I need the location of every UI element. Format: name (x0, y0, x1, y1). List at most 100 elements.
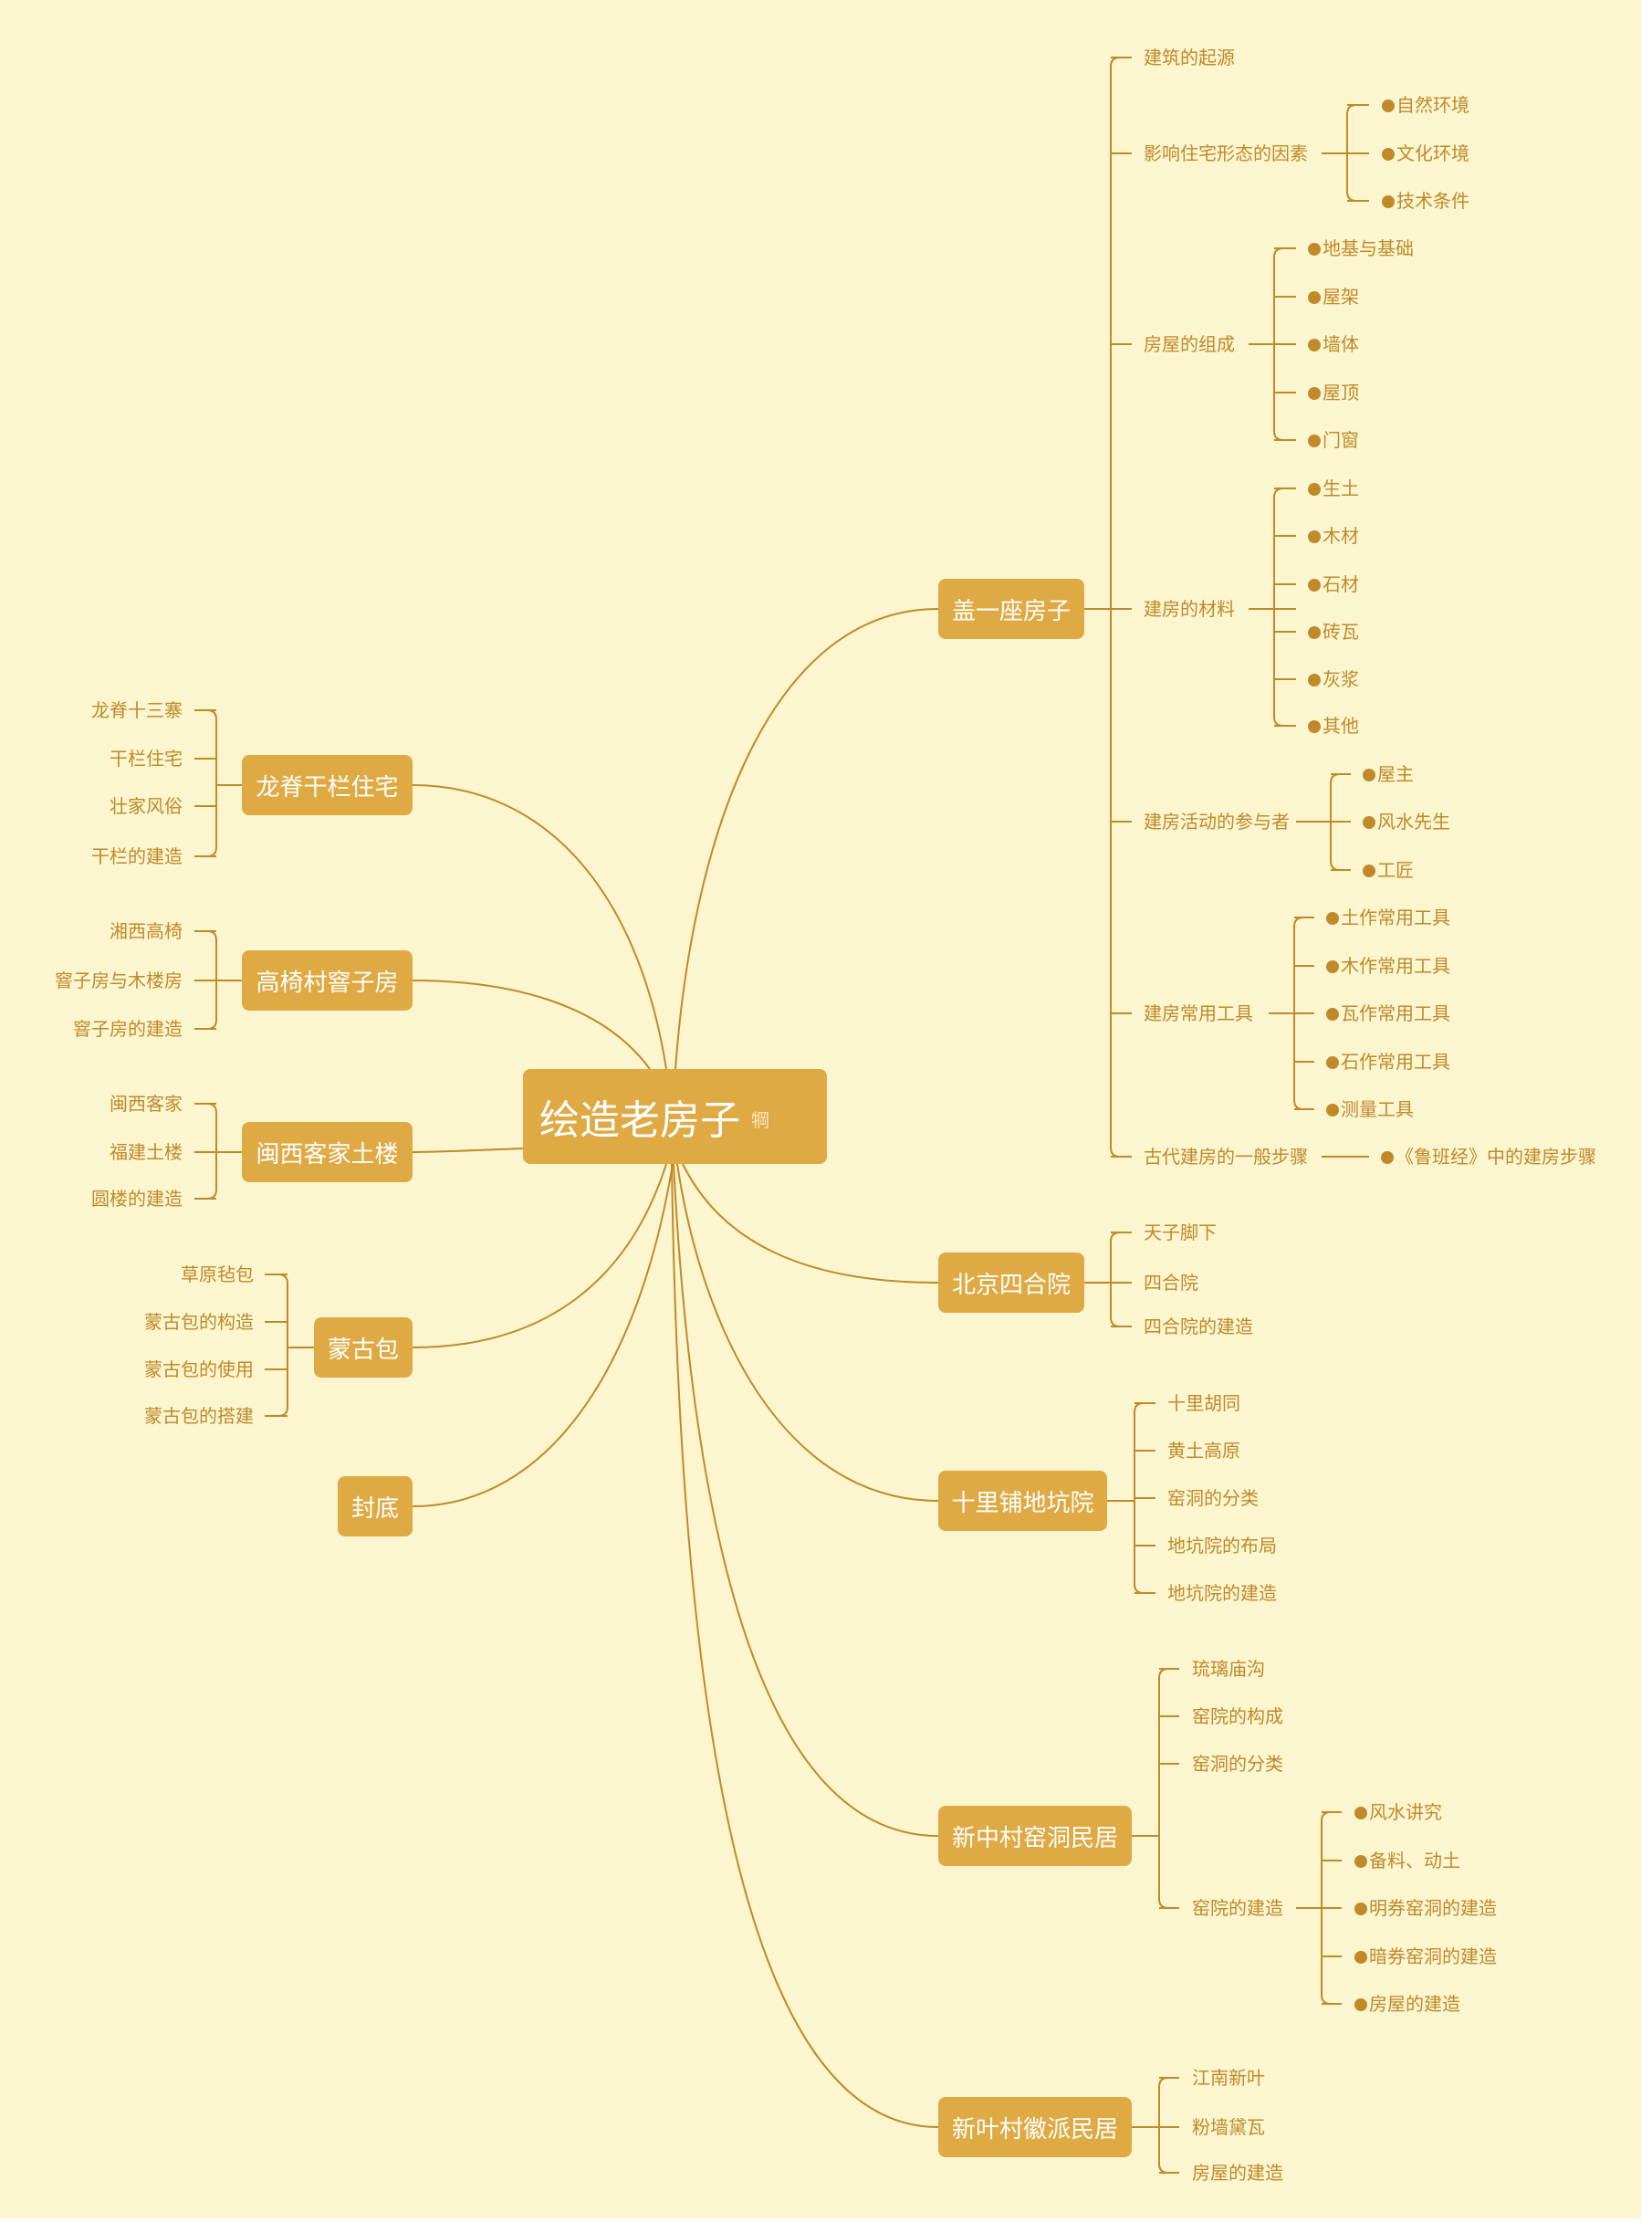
bullet-item[interactable]: 其他 (1308, 715, 1359, 737)
subtopic[interactable]: 天子脚下 (1144, 1221, 1217, 1243)
subtopic[interactable]: 草原毡包 (181, 1263, 254, 1285)
item-label: 砖瓦 (1323, 621, 1359, 643)
bullet-item[interactable]: 屋顶 (1308, 382, 1359, 404)
bullet-item[interactable]: 门窗 (1308, 429, 1359, 451)
subtopic[interactable]: 建房的材料 (1144, 598, 1235, 620)
subtopic[interactable]: 湘西高椅 (110, 920, 183, 942)
topic-fengdi[interactable]: 封底 (338, 1476, 413, 1536)
subtopic[interactable]: 蒙古包的构造 (144, 1311, 254, 1333)
subtopic[interactable]: 福建土楼 (110, 1141, 183, 1163)
bullet-item[interactable]: 地基与基础 (1308, 237, 1414, 259)
bullet-item[interactable]: 房屋的建造 (1354, 1993, 1460, 2015)
bullet-item[interactable]: 木材 (1308, 525, 1359, 547)
subtopic[interactable]: 房屋的组成 (1144, 333, 1235, 355)
subtopic[interactable]: 建筑的起源 (1144, 47, 1235, 68)
bullet-icon (1326, 912, 1339, 925)
topic-menggubao[interactable]: 蒙古包 (314, 1317, 413, 1378)
bullet-item[interactable]: 石材 (1308, 573, 1359, 595)
bullet-item[interactable]: 墙体 (1308, 333, 1359, 355)
subtopic[interactable]: 龙脊十三寨 (91, 699, 183, 721)
item-label: 瓦作常用工具 (1341, 1002, 1450, 1024)
item-label: 文化环境 (1396, 142, 1469, 164)
subtopic[interactable]: 窑洞的分类 (1167, 1487, 1259, 1509)
bullet-icon (1308, 387, 1321, 400)
bullet-item[interactable]: 砖瓦 (1308, 621, 1359, 643)
bullet-item[interactable]: 风水讲究 (1354, 1801, 1442, 1823)
subtopic[interactable]: 建房常用工具 (1144, 1002, 1253, 1024)
subtopic[interactable]: 地坑院的建造 (1167, 1582, 1277, 1604)
item-label: 生土 (1323, 477, 1359, 499)
item-label: 《鲁班经》中的建房步骤 (1396, 1146, 1596, 1168)
item-label: 门窗 (1323, 429, 1359, 451)
subtopic[interactable]: 四合院的建造 (1144, 1316, 1253, 1337)
bullet-item[interactable]: 生土 (1308, 477, 1359, 499)
subtopic[interactable]: 圆楼的建造 (91, 1188, 183, 1210)
subtopic[interactable]: 窑院的构成 (1192, 1705, 1283, 1727)
subtopic[interactable]: 干栏的建造 (91, 845, 183, 867)
bullet-icon (1354, 1855, 1367, 1868)
subtopic[interactable]: 窑院的建造 (1192, 1897, 1283, 1919)
bullet-item[interactable]: 风水先生 (1363, 811, 1450, 833)
subtopic[interactable]: 古代建房的一般步骤 (1144, 1146, 1308, 1168)
item-label: 屋顶 (1323, 382, 1359, 404)
subtopic[interactable]: 四合院 (1144, 1272, 1198, 1294)
bullet-item[interactable]: 屋架 (1308, 286, 1359, 308)
subtopic[interactable]: 闽西客家 (110, 1093, 183, 1115)
bullet-item[interactable]: 木作常用工具 (1326, 955, 1450, 977)
bullet-icon (1326, 960, 1339, 973)
topic-xinyecun-huipai[interactable]: 新叶村徽派民居 (938, 2097, 1132, 2157)
bullet-item[interactable]: 屋主 (1363, 763, 1414, 785)
bullet-item[interactable]: 《鲁班经》中的建房步骤 (1381, 1146, 1596, 1168)
subtopic[interactable]: 窑洞的分类 (1192, 1753, 1283, 1775)
item-label: 木材 (1323, 525, 1359, 547)
topic-minxi-tulou[interactable]: 闽西客家土楼 (242, 1122, 413, 1182)
note-icon[interactable]: 犅 (751, 1108, 769, 1131)
subtopic[interactable]: 窨子房的建造 (73, 1018, 183, 1040)
bullet-item[interactable]: 明券窑洞的建造 (1354, 1897, 1497, 1919)
bullet-item[interactable]: 自然环境 (1382, 94, 1469, 116)
bullet-item[interactable]: 瓦作常用工具 (1326, 1002, 1450, 1024)
bullet-icon (1381, 1151, 1394, 1164)
subtopic[interactable]: 蒙古包的搭建 (144, 1405, 254, 1427)
bullet-item[interactable]: 文化环境 (1382, 142, 1469, 164)
item-label: 灰浆 (1323, 668, 1359, 690)
subtopic[interactable]: 琉璃庙沟 (1192, 1658, 1265, 1680)
topic-shilipu-dikengyuan[interactable]: 十里铺地坑院 (938, 1471, 1107, 1531)
bullet-icon (1363, 769, 1375, 781)
bullet-item[interactable]: 备料、动土 (1354, 1850, 1460, 1871)
topic-gai-yi-zuo-fangzi[interactable]: 盖一座房子 (938, 579, 1084, 639)
bullet-item[interactable]: 技术条件 (1382, 190, 1469, 212)
subtopic[interactable]: 影响住宅形态的因素 (1144, 142, 1308, 164)
bullet-item[interactable]: 暗券窑洞的建造 (1354, 1945, 1497, 1967)
bullet-icon (1308, 579, 1321, 592)
bullet-icon (1354, 1998, 1367, 2011)
subtopic[interactable]: 十里胡同 (1167, 1392, 1240, 1414)
bullet-item[interactable]: 土作常用工具 (1326, 907, 1450, 928)
bullet-item[interactable]: 石作常用工具 (1326, 1051, 1450, 1073)
subtopic[interactable]: 黄土高原 (1167, 1440, 1240, 1462)
topic-beijing-siheyuan[interactable]: 北京四合院 (938, 1253, 1084, 1313)
bullet-icon (1382, 195, 1395, 208)
subtopic[interactable]: 干栏住宅 (110, 748, 183, 770)
bullet-icon (1354, 1951, 1367, 1964)
subtopic[interactable]: 粉墙黛瓦 (1192, 2116, 1265, 2138)
subtopic[interactable]: 窨子房与木楼房 (55, 970, 183, 991)
subtopic[interactable]: 地坑院的布局 (1167, 1535, 1277, 1557)
subtopic[interactable]: 建房活动的参与者 (1144, 811, 1290, 833)
bullet-item[interactable]: 灰浆 (1308, 668, 1359, 690)
topic-longji-ganlan[interactable]: 龙脊干栏住宅 (242, 755, 413, 815)
topic-xinzhongcun-yaodong[interactable]: 新中村窑洞民居 (938, 1806, 1132, 1866)
root-topic[interactable]: 绘造老房子 犅 (523, 1069, 827, 1164)
subtopic[interactable]: 壮家风俗 (110, 795, 183, 817)
topic-gaoyicun-yinzifang[interactable]: 高椅村窨子房 (242, 950, 413, 1011)
bullet-icon (1308, 720, 1321, 733)
subtopic[interactable]: 蒙古包的使用 (144, 1358, 254, 1380)
item-label: 房屋的建造 (1369, 1993, 1460, 2015)
bullet-item[interactable]: 测量工具 (1326, 1098, 1414, 1120)
subtopic[interactable]: 江南新叶 (1192, 2067, 1265, 2089)
item-label: 墙体 (1323, 333, 1359, 355)
bullet-item[interactable]: 工匠 (1363, 859, 1414, 881)
subtopic[interactable]: 房屋的建造 (1192, 2162, 1283, 2184)
item-label: 明券窑洞的建造 (1369, 1897, 1497, 1919)
